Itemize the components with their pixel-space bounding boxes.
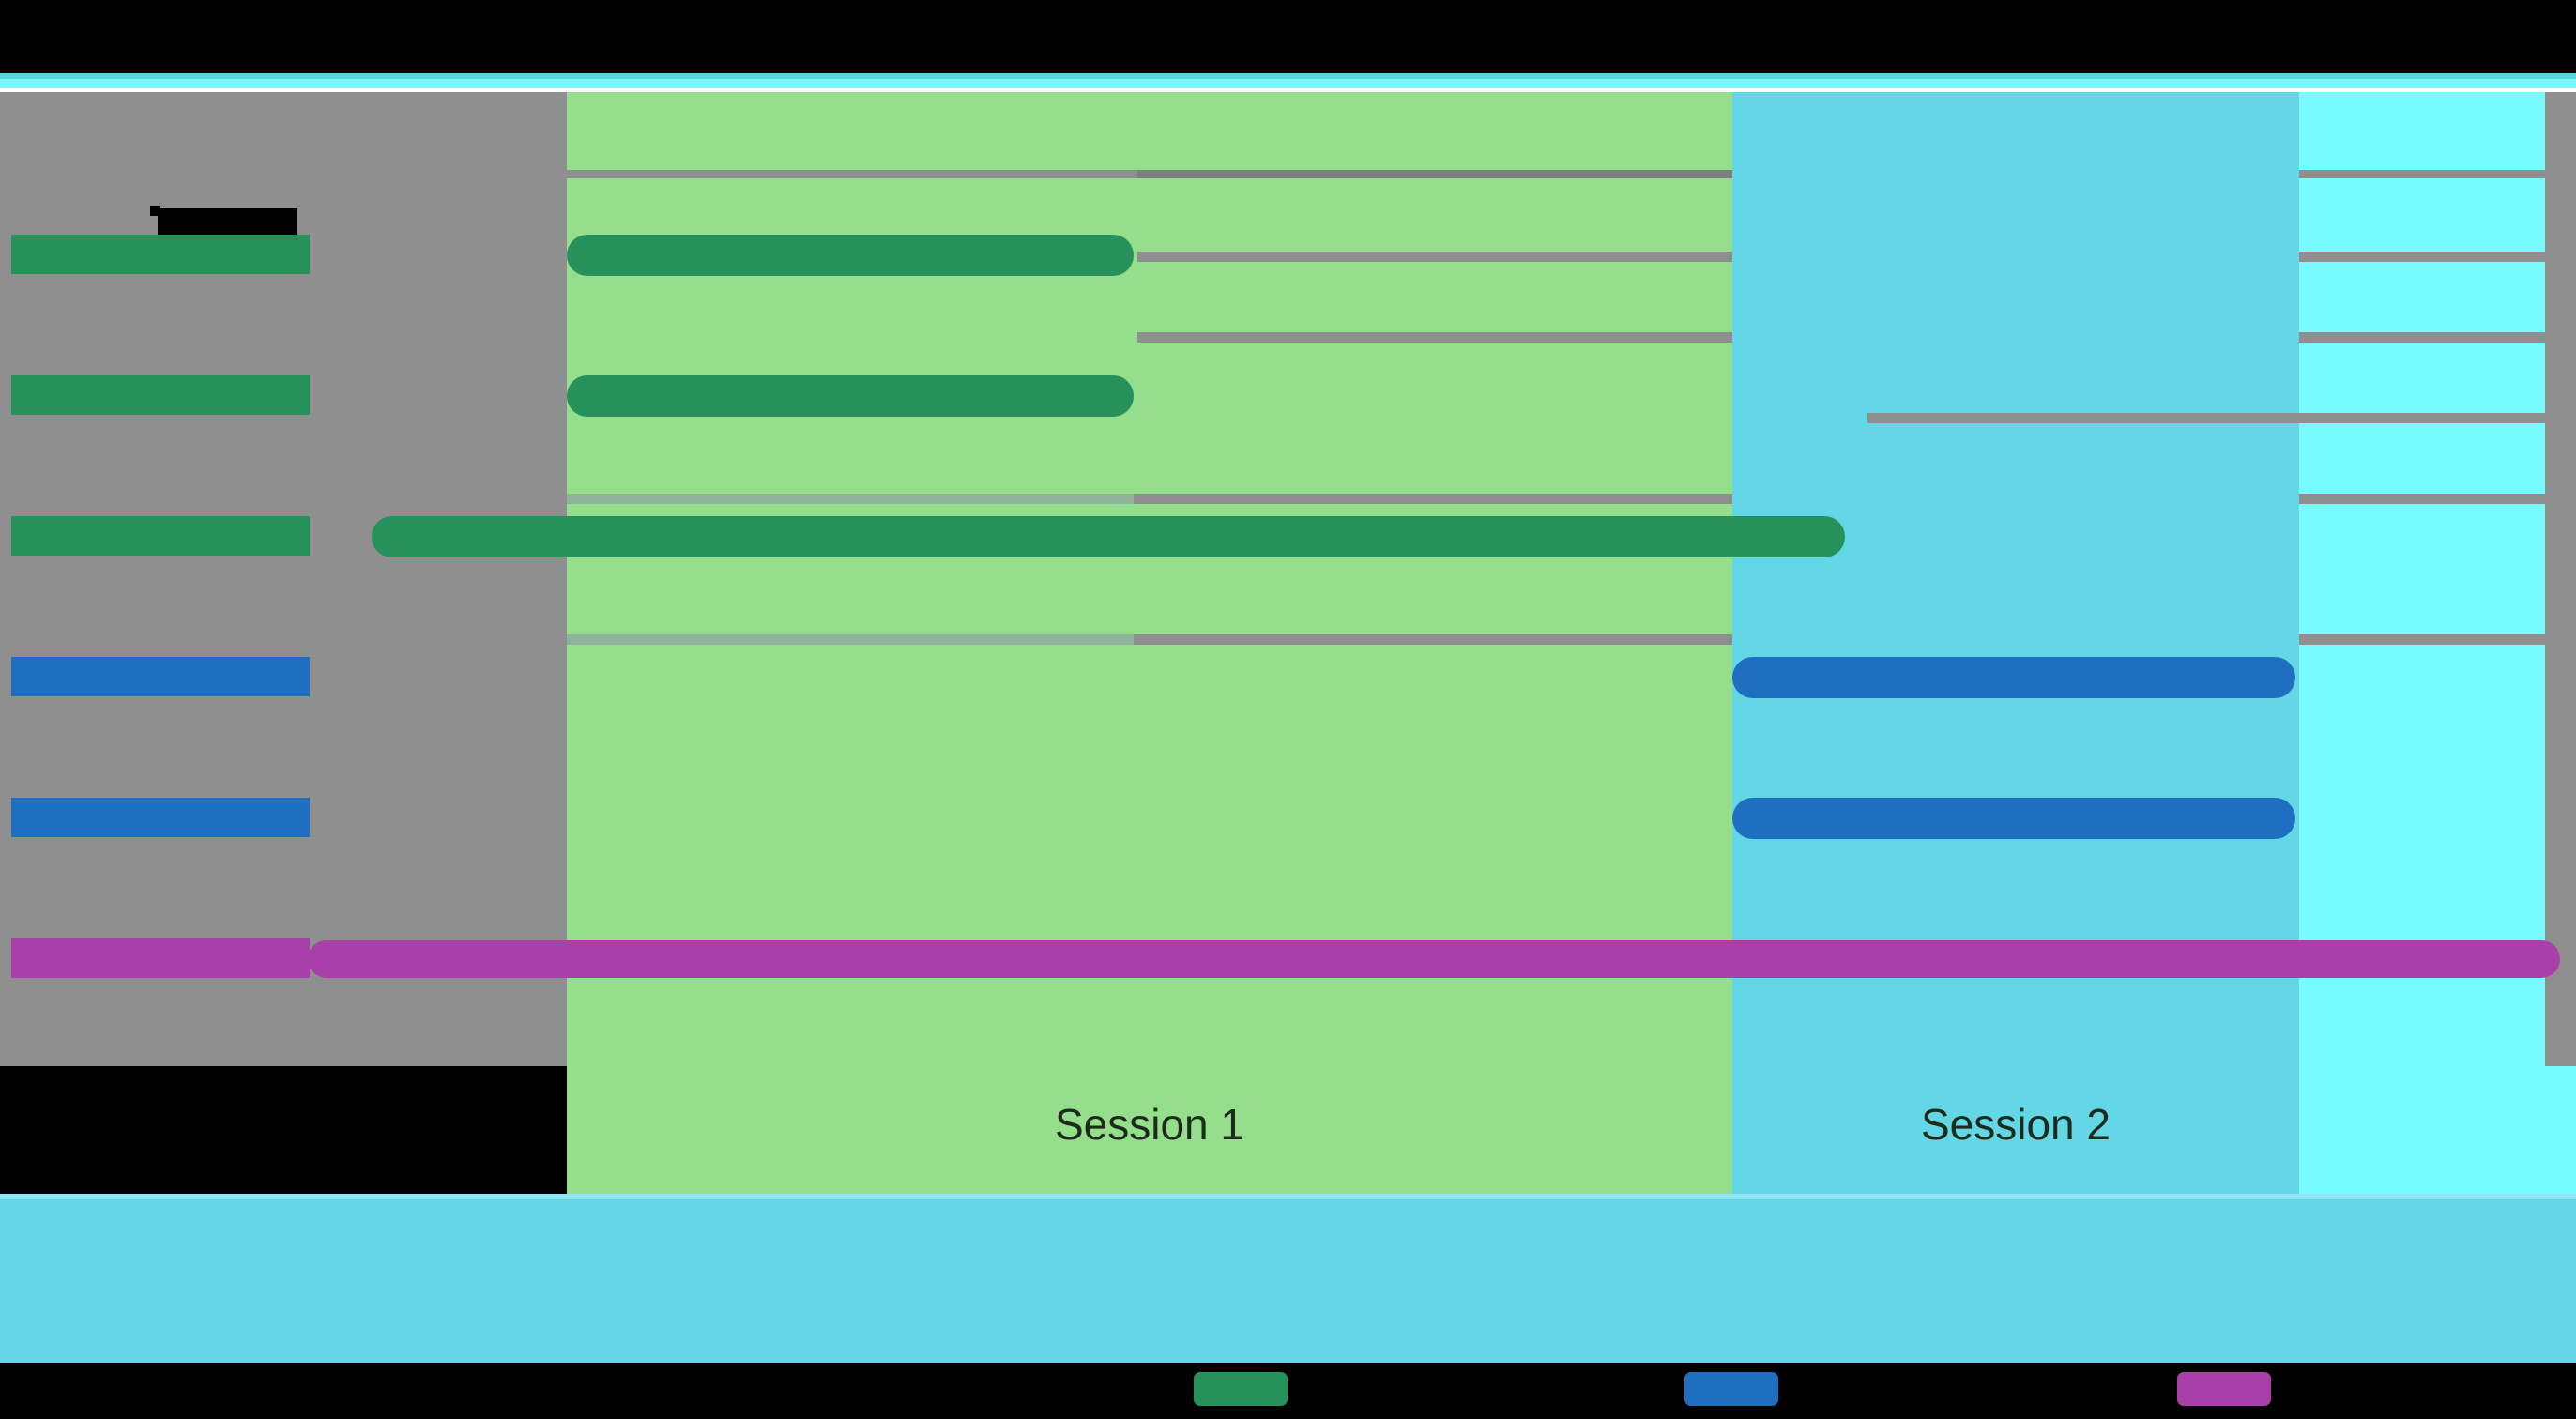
gantt-chart: Dataset-A1 Dataset-A2 Dataset-A3 Dataset… xyxy=(0,92,2576,1199)
gridline-row-1-c xyxy=(2299,252,2545,262)
gridline-row-4-b xyxy=(1134,494,1732,504)
footer-divider xyxy=(0,1194,2576,1199)
gantt-bar-dataset-a2[interactable] xyxy=(567,375,1134,417)
task-label-4[interactable]: Dataset-B2 xyxy=(11,798,310,837)
legend-swatch-group-c[interactable] xyxy=(2177,1372,2271,1406)
task-label-3[interactable]: Dataset-B1 xyxy=(11,657,310,696)
task-label-1-text: Dataset-A2 xyxy=(11,380,143,409)
gridline-row-1-b xyxy=(1137,252,1732,262)
right-gutter xyxy=(2545,92,2576,1066)
session-band-2 xyxy=(1732,92,2299,1199)
task-label-2[interactable]: Dataset-A3 xyxy=(11,516,310,556)
page-title-tick xyxy=(150,206,160,216)
top-redaction-bar xyxy=(0,0,2576,73)
session-band-3-label xyxy=(2299,1049,2576,1199)
legend-swatch-group-b[interactable] xyxy=(1684,1372,1778,1406)
task-label-5-text: Dataset-C1 xyxy=(11,943,145,972)
header-strip-teal xyxy=(0,73,2576,79)
footer-panel xyxy=(0,1199,2576,1363)
header-strip-cyan xyxy=(0,79,2576,88)
task-label-0[interactable]: Dataset-A1 xyxy=(11,235,310,274)
header-strip-white xyxy=(0,88,2576,92)
gridline-row-5-c xyxy=(2299,634,2545,645)
gridline-row-2-b xyxy=(1137,332,1732,343)
session-band-3 xyxy=(2299,92,2576,1199)
gridline-row-4-c xyxy=(2299,494,2545,504)
gridline-row-5-a xyxy=(567,634,1134,645)
gantt-bar-dataset-a3[interactable] xyxy=(372,516,1845,557)
gridline-row-2-c xyxy=(2299,332,2545,343)
task-label-3-text: Dataset-B1 xyxy=(11,662,143,691)
task-label-0-text: Dataset-A1 xyxy=(11,239,143,268)
gantt-bar-dataset-c1[interactable] xyxy=(308,940,2560,978)
session-band-1-label: Session 1 xyxy=(1054,1100,1244,1149)
task-label-2-text: Dataset-A3 xyxy=(11,521,143,550)
task-label-1[interactable]: Dataset-A2 xyxy=(11,375,310,415)
gantt-bar-dataset-c1-overflow xyxy=(2545,940,2576,978)
gridline-row-5-b xyxy=(1134,634,1732,645)
legend xyxy=(0,1372,2576,1410)
task-label-5[interactable]: Dataset-C1 xyxy=(11,938,310,978)
bottom-redaction-bar xyxy=(0,1363,2576,1419)
gridline-row-0-a xyxy=(567,170,1137,178)
gridline-row-3-c xyxy=(1867,413,2545,423)
session-band-1 xyxy=(567,92,1732,1199)
gantt-bar-dataset-b1[interactable] xyxy=(1732,657,2295,698)
session-band-2-label: Session 2 xyxy=(1920,1100,2111,1149)
gridline-row-0-b xyxy=(1137,170,1732,178)
task-label-4-text: Dataset-B2 xyxy=(11,802,143,832)
gantt-bar-dataset-b2[interactable] xyxy=(1732,798,2295,839)
gridline-row-0-c xyxy=(2299,170,2545,178)
gridline-row-4-a xyxy=(567,494,1134,504)
gantt-bar-dataset-a1[interactable] xyxy=(567,235,1134,276)
legend-swatch-group-a[interactable] xyxy=(1194,1372,1288,1406)
